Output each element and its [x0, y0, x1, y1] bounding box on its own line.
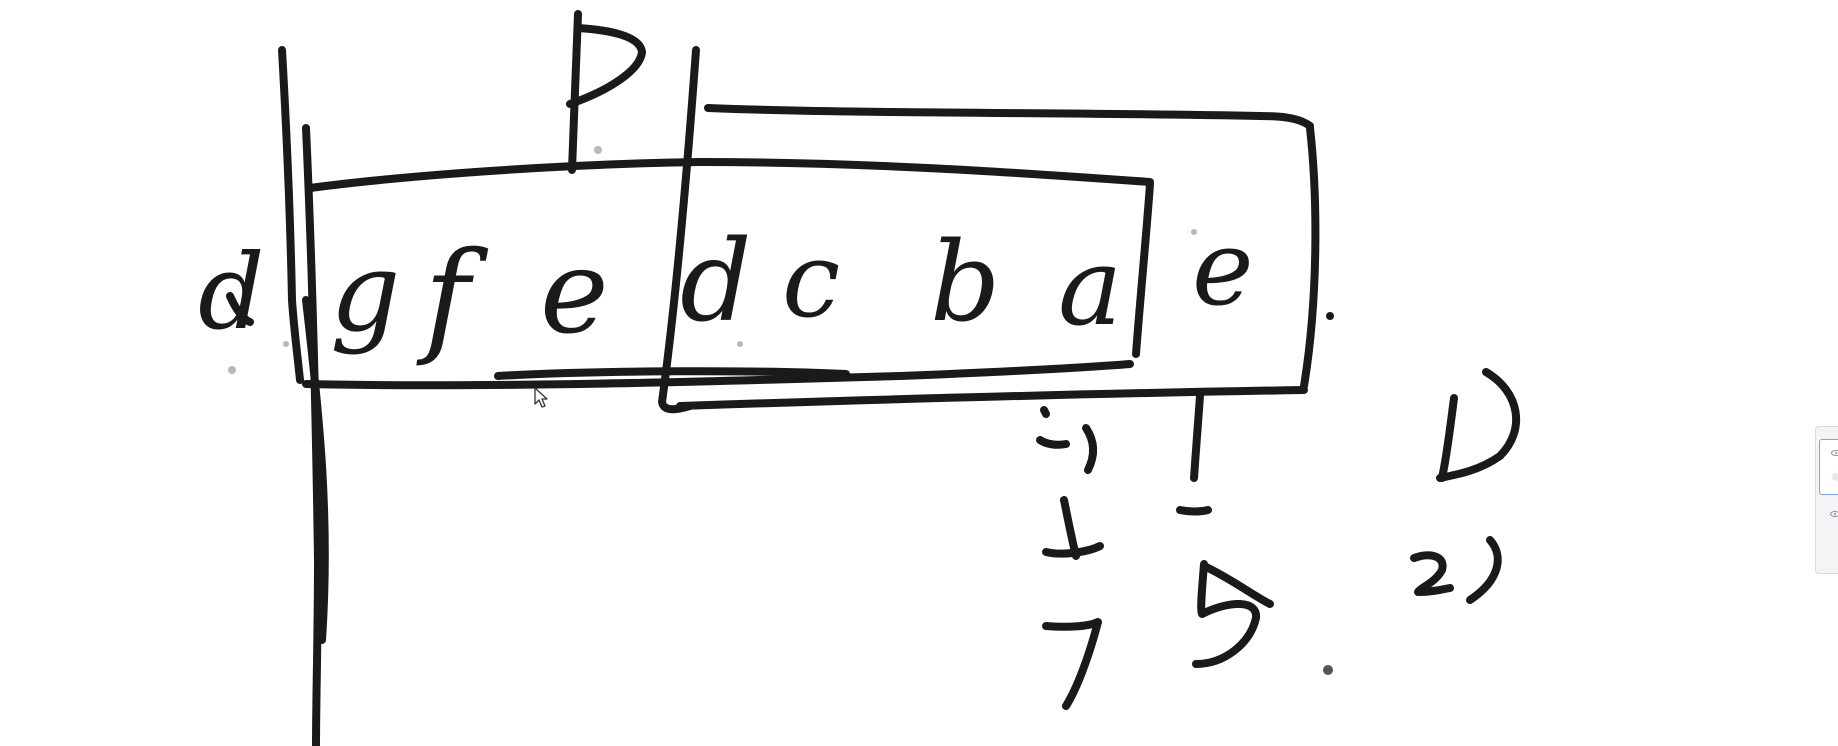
stray-dots [228, 146, 1334, 675]
ink-dot [1326, 312, 1334, 320]
left-vertical-loop [302, 296, 329, 644]
inner-box-top [306, 158, 1154, 192]
result-7: 7 [1046, 699, 1047, 701]
stray-dot [737, 341, 743, 347]
layer-row[interactable] [1819, 503, 1838, 559]
stray-dot [594, 146, 602, 154]
result-2-paren-ink [1410, 536, 1502, 604]
stray-dot [1191, 229, 1197, 235]
annotation-i-1-ink [1036, 406, 1097, 474]
p-marker-stem [568, 10, 582, 174]
letter-d-outside: d [198, 231, 265, 353]
stray-dot [283, 341, 289, 347]
result-2-paren: 2) [1414, 598, 1416, 601]
stray-dot [228, 366, 236, 374]
middle-divider-line [658, 46, 700, 414]
left-divider-line [278, 46, 304, 384]
arrow-pointer-icon [534, 387, 548, 408]
left-tick-mark [226, 292, 254, 326]
letter-b: b [930, 218, 1000, 346]
layer-thumbnail [1832, 473, 1838, 481]
inner-box-right [1132, 180, 1154, 358]
outer-box-top [704, 104, 1314, 130]
outer-box-right [1300, 124, 1320, 390]
layers-panel[interactable] [1815, 426, 1838, 574]
left-long-vertical-line [302, 124, 322, 746]
letter-f: f [416, 226, 489, 370]
letter-g: g [330, 228, 400, 356]
ink-dot [1323, 665, 1333, 675]
letter-d-inner: d [680, 217, 752, 347]
p-marker-label: P [559, 99, 561, 101]
down-arrow-ink [1042, 496, 1104, 560]
inner-box-bottom [302, 360, 1134, 390]
letter-a: a [1058, 225, 1122, 350]
annotation-i-1: i-1 [1030, 459, 1032, 461]
letter-e-outer: e [1192, 207, 1254, 329]
annotation-d-ink [1436, 368, 1520, 482]
letter-c: c [782, 219, 840, 341]
sequence-letters: d g f e d c b a e [198, 207, 1254, 370]
eye-icon[interactable] [1831, 450, 1838, 456]
eye-icon[interactable] [1830, 511, 1838, 517]
result-7-ink [1042, 618, 1102, 710]
annotation-exclamation: ! [1180, 469, 1181, 471]
p-marker-bowl [566, 24, 646, 108]
outer-box-bottom [676, 386, 1308, 410]
letter-e-inner: e [540, 225, 609, 360]
annotation-exclamation-ink [1176, 392, 1212, 516]
underline-e-d [494, 367, 850, 380]
result-5-ink [1192, 560, 1274, 668]
annotation-d: D [1439, 469, 1441, 471]
ink-strokes [226, 10, 1520, 746]
layer-row-active[interactable] [1819, 439, 1838, 495]
